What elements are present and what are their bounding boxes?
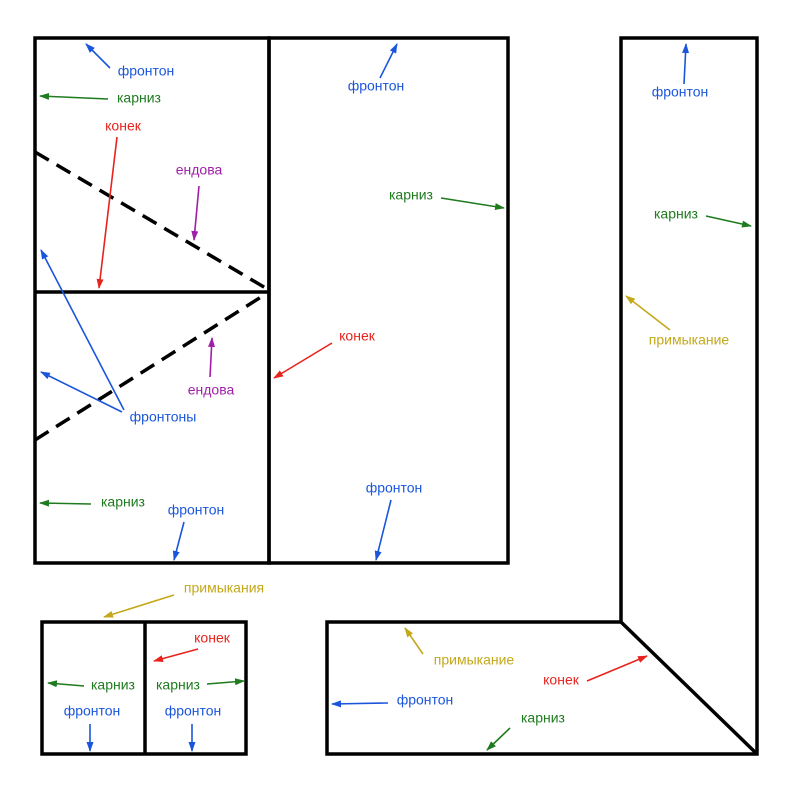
- arrow-karniz: [705, 215, 752, 228]
- label-konek: конек: [339, 328, 376, 344]
- annotation-labels: фронтон фронтон фронтон фронтоны фронтон…: [64, 63, 730, 726]
- label-konek: конек: [543, 672, 580, 688]
- label-endova: ендова: [188, 382, 235, 398]
- label-frontony: фронтоны: [130, 409, 197, 425]
- arrow-konek: [273, 342, 333, 379]
- arrow-fronton: [331, 700, 389, 708]
- label-fronton: фронтон: [366, 480, 423, 496]
- arrow-karniz: [47, 680, 85, 688]
- arrow-fronton: [85, 43, 111, 69]
- label-fronton: фронтон: [397, 692, 454, 708]
- arrow-endova: [208, 337, 216, 378]
- arrow-karniz: [206, 678, 245, 686]
- arrow-konek: [153, 648, 199, 663]
- label-karniz: карниз: [91, 677, 135, 693]
- label-karniz: карниз: [389, 187, 433, 203]
- arrow-primykanie: [625, 295, 671, 331]
- arrow-frontony: [40, 249, 125, 411]
- label-konek: конек: [105, 118, 142, 134]
- annotation-arrows: [39, 43, 752, 752]
- label-karniz: карниз: [156, 677, 200, 693]
- arrow-konek: [96, 136, 118, 289]
- roof-b-hip-line: [619, 620, 759, 756]
- arrow-konek: [586, 655, 648, 682]
- label-fronton: фронтон: [64, 703, 121, 719]
- arrow-karniz: [486, 727, 511, 751]
- label-primykanie: примыкание: [649, 332, 730, 348]
- roof-a-left-outline: [33, 36, 271, 565]
- label-primykanie: примыкание: [434, 652, 515, 668]
- label-karniz: карниз: [521, 710, 565, 726]
- label-fronton: фронтон: [168, 502, 225, 518]
- label-karniz: карниз: [117, 90, 161, 106]
- arrow-primykaniya: [103, 594, 175, 618]
- label-karniz: карниз: [654, 206, 698, 222]
- roof-b-l-shape-outline: [325, 36, 759, 756]
- label-primykaniya: примыкания: [184, 580, 264, 596]
- roof-a-right-outline: [267, 36, 510, 565]
- label-fronton: фронтон: [165, 703, 222, 719]
- arrow-fronton: [374, 499, 392, 561]
- roof-a-valley-upper: [34, 150, 270, 292]
- arrow-endova: [191, 185, 200, 241]
- roof-a-valley-lower: [34, 290, 270, 442]
- arrow-karniz: [39, 92, 109, 100]
- arrow-primykanie: [404, 627, 424, 655]
- arrow-karniz: [440, 197, 505, 211]
- label-fronton: фронтон: [118, 63, 175, 79]
- label-endova: ендова: [176, 162, 223, 178]
- arrow-fronton: [682, 43, 690, 85]
- arrow-karniz: [39, 499, 92, 507]
- arrow-fronton: [172, 521, 185, 561]
- roof-outlines: [33, 36, 759, 756]
- label-karniz: карниз: [101, 494, 145, 510]
- label-konek: конек: [194, 630, 231, 646]
- label-fronton: фронтон: [348, 78, 405, 94]
- arrow-fronton: [379, 43, 398, 79]
- label-fronton: фронтон: [652, 84, 709, 100]
- arrow-frontony: [40, 371, 123, 413]
